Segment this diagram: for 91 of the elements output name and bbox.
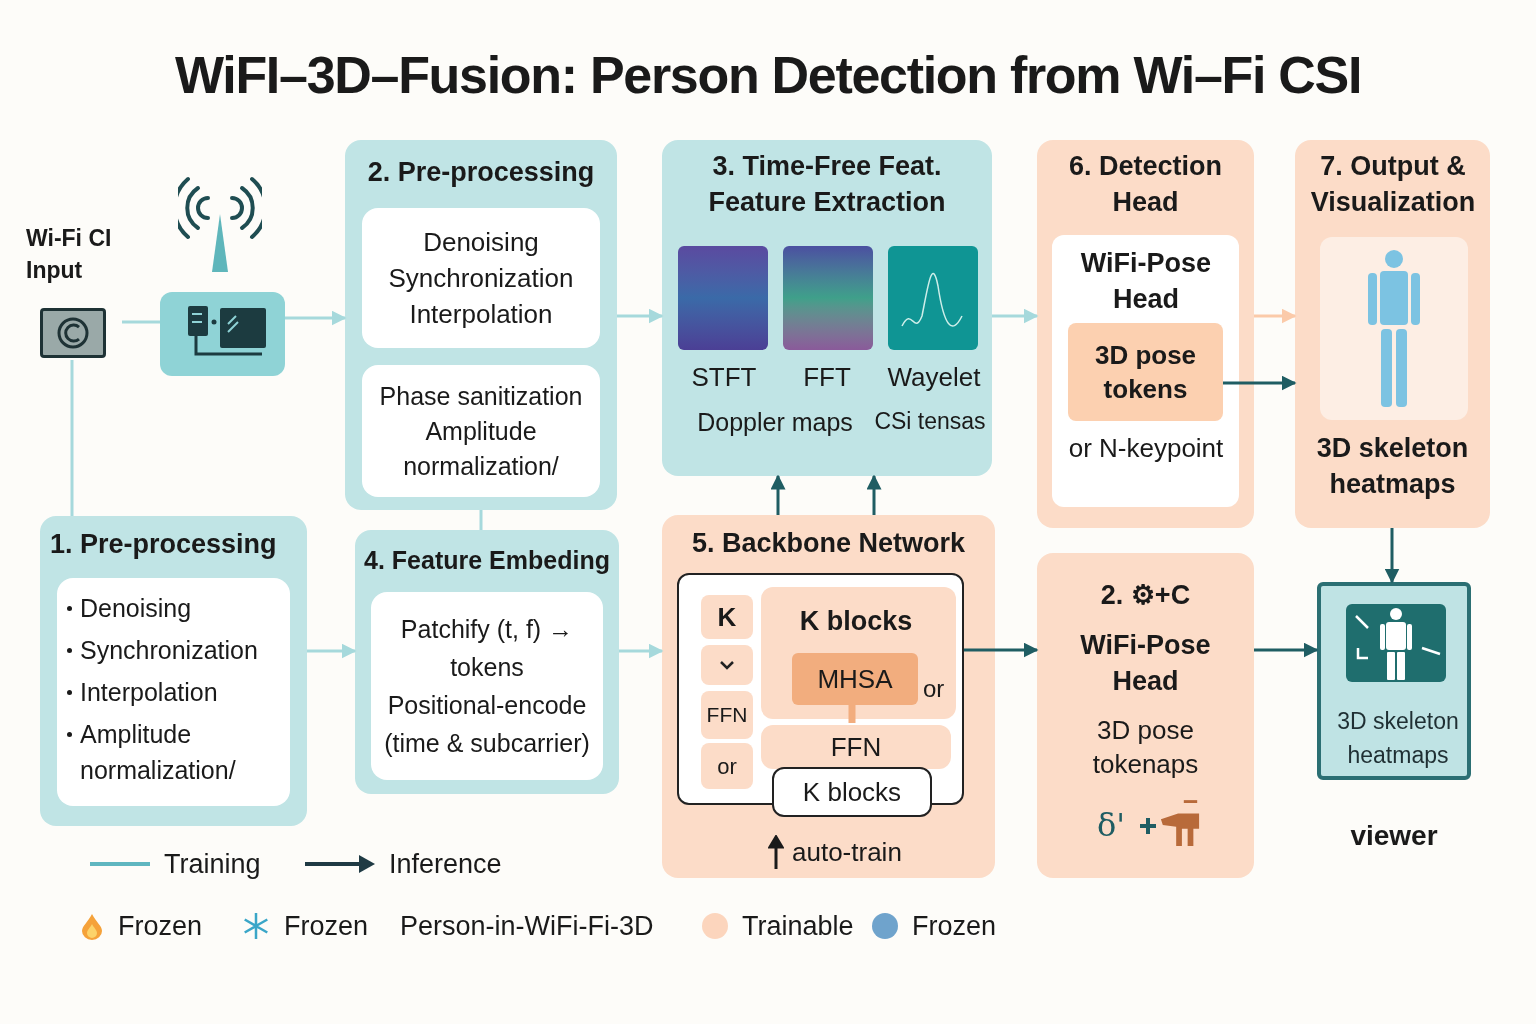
viewer-label: viewer xyxy=(1349,819,1439,853)
layer-text: or xyxy=(717,752,737,781)
input-label: Wi-Fi CI Input xyxy=(26,224,113,285)
connector-line xyxy=(848,703,856,723)
step-text: Amplitude normalization/ xyxy=(80,719,237,786)
head-note: 3D pose tokenaps xyxy=(1091,714,1200,781)
method-label: Wayelet xyxy=(886,361,982,394)
layer-text: K blocks xyxy=(802,775,902,809)
block-title: K blocks xyxy=(798,605,914,638)
legend-label: Training xyxy=(164,848,261,881)
head-title: WiFi-Pose Head xyxy=(1079,247,1213,316)
viewer-box xyxy=(1317,582,1471,780)
legend-label: Frozen xyxy=(912,910,997,943)
symbol-label: δ' xyxy=(1097,805,1127,846)
arrow xyxy=(1223,375,1297,391)
panel-title: 3. Time-Free Feat. Feature Extraction xyxy=(707,150,947,219)
stage-panel xyxy=(40,516,307,826)
panel-title: 2. Pre-processing xyxy=(366,156,596,189)
panel-title: 7. Output & Visualization xyxy=(1309,150,1477,219)
step-text: (time & subcarrier) xyxy=(384,728,590,759)
layer-text: FFN xyxy=(706,702,748,729)
or-label: or xyxy=(923,674,946,704)
stage-panel xyxy=(1037,140,1254,528)
block-panel xyxy=(761,587,956,719)
auto-train-label: auto-train xyxy=(792,836,903,869)
ffn-panel xyxy=(761,725,951,769)
layer-text: K xyxy=(717,600,737,634)
arrow xyxy=(307,643,357,659)
connector-line xyxy=(122,320,160,324)
viewer-caption: 3D skeleton heatmaps xyxy=(1336,707,1460,770)
step-card xyxy=(362,208,600,348)
legend-label: Frozen xyxy=(284,910,369,943)
legend-label: Trainable xyxy=(742,910,854,943)
arrow xyxy=(992,308,1039,324)
arrow xyxy=(866,474,882,515)
step-text: Interpolation xyxy=(80,677,219,708)
skeleton-picture xyxy=(1320,237,1468,420)
method-label: FFT xyxy=(802,361,852,394)
panel-title: 1. Pre-processing xyxy=(50,528,278,561)
step-text: Denoising Synchronization Interpolation xyxy=(387,226,575,331)
layer-text: MHSA xyxy=(817,662,893,696)
layer-text: FFN xyxy=(830,730,882,764)
step-card xyxy=(371,592,603,780)
connector-line xyxy=(479,510,483,530)
layer-cell xyxy=(701,595,753,639)
step-card xyxy=(362,365,600,497)
arrow xyxy=(964,642,1039,658)
stage-panel xyxy=(355,530,619,794)
token-text: 3D pose tokens xyxy=(1093,339,1198,406)
layer-cell xyxy=(701,743,753,789)
output-label: Doppler maps xyxy=(696,407,854,438)
connector-line xyxy=(70,360,74,516)
step-text: Synchronization xyxy=(80,635,259,666)
step-text: Patchify (t, f) → tokens xyxy=(399,614,575,683)
legend-label: Inference xyxy=(389,848,502,881)
blocks-pill xyxy=(772,767,932,817)
step-text: Phase sanitization Amplitude normalization/ xyxy=(378,380,584,482)
output-label: CSi tensas xyxy=(873,407,987,436)
panel-title: 2. ⚙+C xyxy=(1099,579,1192,612)
token-box xyxy=(1068,323,1223,421)
stage-panel xyxy=(345,140,617,510)
arrow xyxy=(285,310,347,326)
note-label: Person-in-WiFi-Fi-3D xyxy=(400,910,654,943)
step-text: Denoising xyxy=(80,593,193,624)
layer-cell xyxy=(701,691,753,739)
arrow xyxy=(1384,528,1400,584)
panel-title: 5. Backbone Network xyxy=(690,527,967,560)
head-title: WiFi-Pose Head xyxy=(1079,629,1212,698)
method-label: STFT xyxy=(690,361,758,394)
device-box xyxy=(160,292,285,376)
panel-title: 6. Detection Head xyxy=(1067,150,1223,219)
stage-panel xyxy=(662,515,995,878)
network-box xyxy=(677,573,964,805)
step-list-card xyxy=(57,578,290,806)
legend-label: Frozen xyxy=(118,910,203,943)
arrow xyxy=(770,474,786,515)
head-card xyxy=(1052,235,1239,507)
layer-cell xyxy=(701,645,753,685)
step-text: Positional-encode xyxy=(387,690,587,721)
head-note: or N-keypoint xyxy=(1067,432,1225,465)
stage-panel xyxy=(1295,140,1490,528)
diagram-title: WiFI–3D–Fusion: Person Detection from Wi–Fi CSI xyxy=(173,45,1363,106)
output-caption: 3D skeleton heatmaps xyxy=(1315,432,1470,501)
arrow xyxy=(1254,642,1319,658)
arrow xyxy=(1254,308,1297,324)
stage-panel xyxy=(1037,553,1254,878)
arrow xyxy=(617,308,664,324)
panel-title: 4. Feature Embeding xyxy=(363,545,611,576)
arrow xyxy=(619,643,664,659)
stage-panel xyxy=(662,140,992,476)
mhsa-box xyxy=(792,653,918,705)
